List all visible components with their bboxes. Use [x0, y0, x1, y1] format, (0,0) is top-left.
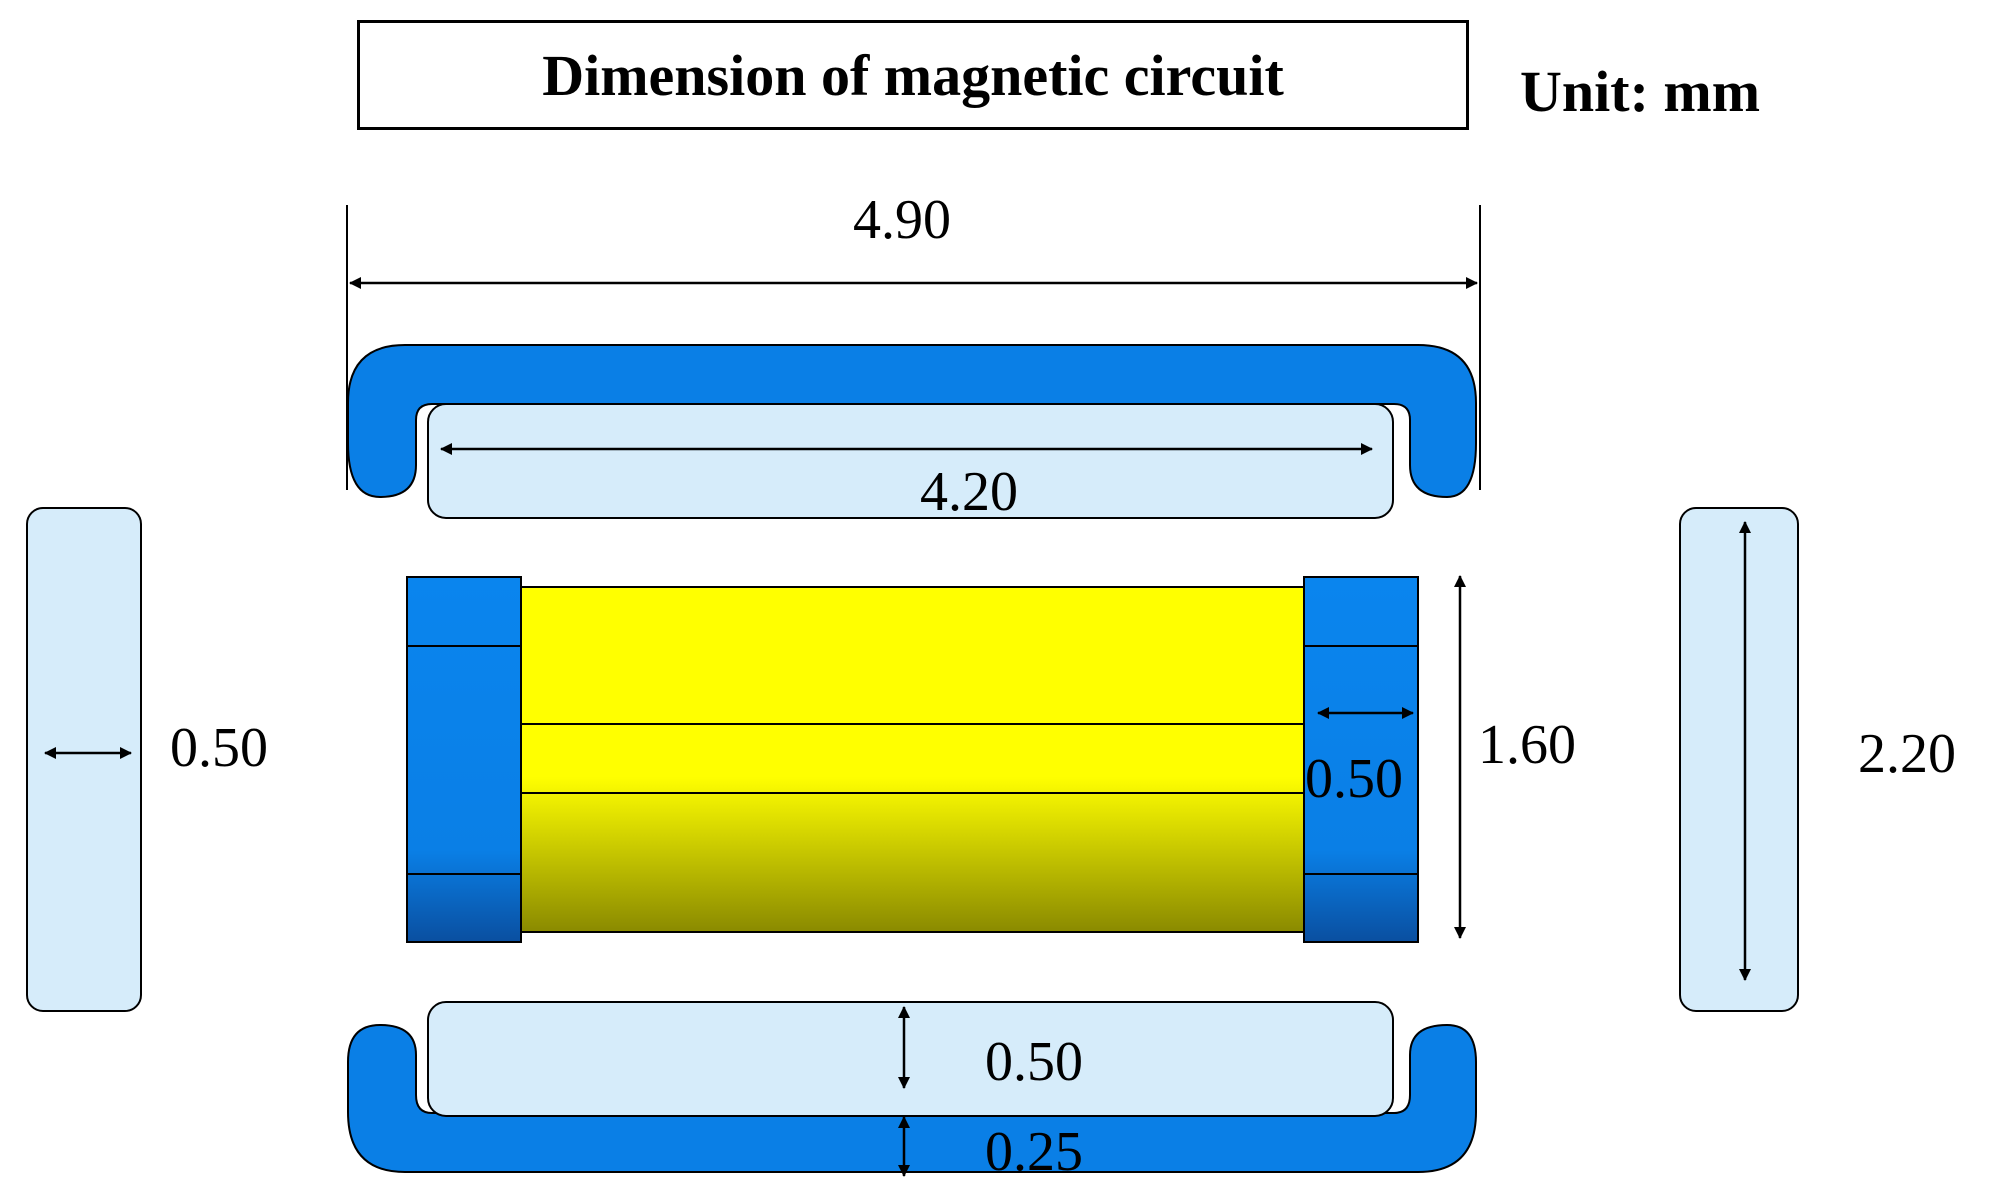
bottom-plate-thickness-dimension: 0.50: [898, 1006, 1083, 1093]
left-end-cap: [406, 576, 522, 943]
coil-body: [518, 586, 1307, 933]
title-box: Dimension of magnetic circuit: [357, 20, 1469, 130]
yoke-thickness-label: 0.25: [985, 1121, 1083, 1183]
core-height-dimension: 1.60: [1454, 575, 1576, 939]
side-bar-height-dimension: 2.20: [1739, 521, 1956, 981]
core-height-label: 1.60: [1478, 714, 1576, 776]
inner-width-label: 4.20: [920, 461, 1018, 523]
top-plate: [427, 403, 1394, 519]
end-cap-width-dimension: 0.50: [1305, 707, 1414, 810]
bottom-plate: [427, 1001, 1394, 1117]
right-side-bar: [1679, 507, 1799, 1012]
top-yoke: [347, 344, 1477, 499]
end-cap-width-label: 0.50: [1305, 748, 1403, 810]
diagram-title: Dimension of magnetic circuit: [542, 42, 1284, 108]
side-bar-thickness-dimension: 0.50: [44, 717, 268, 779]
bottom-plate-thickness-label: 0.50: [985, 1031, 1083, 1093]
overall-width-label: 4.90: [853, 189, 951, 251]
yoke-thickness-dimension: 0.25: [898, 1116, 1083, 1183]
unit-label: Unit: mm: [1520, 59, 1761, 124]
side-bar-height-label: 2.20: [1858, 723, 1956, 785]
inner-width-dimension: 4.20: [440, 443, 1373, 523]
right-end-cap: [1303, 576, 1419, 943]
left-side-bar: [26, 507, 142, 1012]
bottom-yoke: [347, 1023, 1477, 1173]
side-bar-thickness-label: 0.50: [170, 717, 268, 779]
coil-assembly: [406, 576, 1419, 943]
